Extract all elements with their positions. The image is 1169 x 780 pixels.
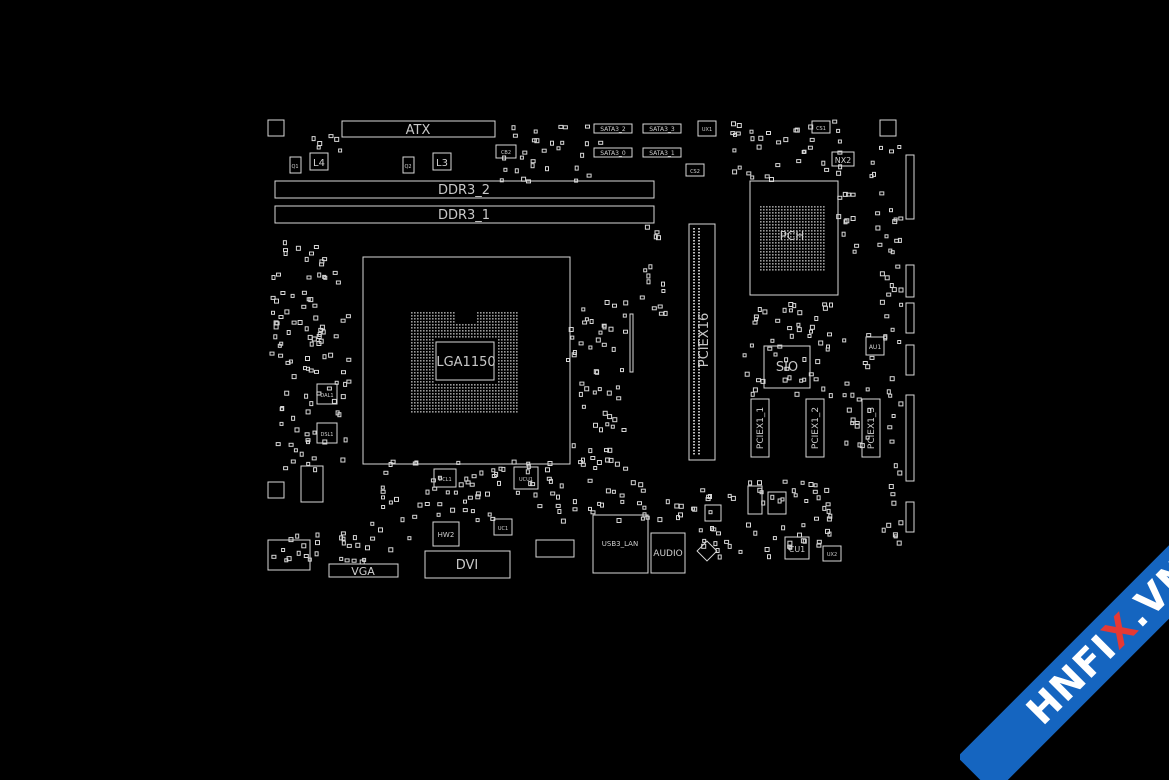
sata-connector-b[interactable]: SATA3_3: [642, 123, 682, 134]
ic-uc1[interactable]: UC1: [493, 518, 513, 536]
bios-chip[interactable]: [747, 485, 763, 515]
front-panel-header-5[interactable]: [905, 394, 915, 482]
power-header[interactable]: [300, 465, 324, 503]
sata-c-label: SATA3_0: [600, 150, 626, 157]
ddr3-slot-1[interactable]: DDR3_1: [274, 205, 655, 224]
front-panel-header-3[interactable]: [905, 302, 915, 334]
vga-connector[interactable]: VGA: [328, 563, 399, 578]
sata-connector-c[interactable]: SATA3_0: [593, 147, 633, 158]
dal1-label: DAL1: [320, 393, 333, 399]
usb-lan-connector[interactable]: USB3_LAN: [592, 514, 649, 574]
ic-q1[interactable]: Q1: [289, 156, 302, 174]
hw2-label: HW2: [438, 531, 455, 539]
board-outline-group: [267, 119, 897, 499]
pciex1-slot-c[interactable]: PCIEX1_3: [861, 398, 881, 458]
passive-components: [269, 119, 904, 565]
inductor-l4[interactable]: L4: [309, 152, 329, 171]
front-panel-header-6[interactable]: [905, 501, 915, 533]
lan-chip[interactable]: [704, 504, 722, 522]
front-panel-header-1[interactable]: [905, 154, 915, 220]
pciex1-b-label: PCIEX1_2: [811, 407, 821, 449]
atx-connector[interactable]: ATX: [341, 120, 496, 138]
pciex1-slot-b[interactable]: PCIEX1_2: [805, 398, 825, 458]
cs1-label: CS1: [816, 126, 826, 132]
inductor-l3-label: L3: [436, 158, 448, 169]
ddr3-slot-1-label: DDR3_1: [438, 208, 490, 223]
ic-ux2[interactable]: UX2: [822, 545, 842, 562]
clock-gen-chip[interactable]: [767, 491, 787, 515]
pcie-clip: [629, 313, 634, 373]
audio-label: AUDIO: [653, 549, 682, 559]
mount-hole-bottom-left: [267, 481, 285, 499]
cpu-label: LGA1150: [436, 355, 495, 370]
mount-hole-top-right: [879, 119, 897, 137]
front-panel-header-2[interactable]: [905, 264, 915, 298]
dvi-connector[interactable]: DVI: [424, 550, 511, 579]
ic-nx2[interactable]: NX2: [831, 151, 855, 167]
front-panel-header-4[interactable]: [905, 344, 915, 376]
ic-ux1[interactable]: UX1: [697, 120, 717, 137]
mount-hole-top-left: [267, 119, 285, 137]
cs2-label: CS2: [690, 169, 700, 175]
dsl1-label: DSL1: [321, 432, 334, 438]
ucu1-label: UCU1: [519, 477, 533, 483]
pciex1-c-label: PCIEX1_3: [867, 407, 877, 449]
cb2-label: CB2: [501, 150, 511, 156]
sata-connector-d[interactable]: SATA3_1: [642, 147, 682, 158]
cpu-socket[interactable]: LGA1150: [362, 256, 571, 465]
ic-au1[interactable]: AU1: [865, 336, 885, 356]
au1-label: AU1: [869, 344, 881, 351]
cpu-pad-array: [411, 312, 518, 413]
sata-connector-a[interactable]: SATA3_2: [593, 123, 633, 134]
pciex16-pin-row: [693, 228, 700, 455]
ic-cs1[interactable]: CS1: [811, 120, 831, 134]
motherboard-boardview: ATX DDR3_2 DDR3_1 L4 L3 SATA3_2 SATA3_3 …: [267, 119, 915, 579]
ic-hw2[interactable]: HW2: [432, 521, 460, 547]
inductor-l3[interactable]: L3: [432, 152, 452, 171]
pch-chip[interactable]: PCH: [749, 180, 839, 296]
ic-dcl1[interactable]: DCL1: [433, 468, 457, 488]
inductor-l4-label: L4: [313, 158, 325, 169]
uc1-label: UC1: [498, 526, 508, 532]
ic-cs2[interactable]: CS2: [685, 163, 705, 177]
cu1-label: CU1: [789, 545, 806, 554]
ic-q2[interactable]: Q2: [402, 156, 415, 174]
sata-d-label: SATA3_1: [649, 150, 675, 157]
usb-header[interactable]: [535, 539, 575, 558]
audio-connector[interactable]: AUDIO: [650, 532, 686, 574]
pciex1-a-label: PCIEX1_1: [756, 407, 766, 449]
ux2-label: UX2: [827, 552, 837, 558]
ddr3-slot-2[interactable]: DDR3_2: [274, 180, 655, 199]
pch-label: PCH: [780, 229, 805, 243]
ic-ucu1[interactable]: UCU1: [513, 466, 539, 490]
dcl1-label: DCL1: [438, 477, 451, 483]
dvi-label: DVI: [456, 558, 479, 573]
cpu-center-cavity: [435, 341, 495, 381]
usb-lan-label: USB3_LAN: [602, 540, 638, 548]
q2-label: Q2: [404, 164, 411, 170]
ux1-label: UX1: [702, 127, 712, 133]
pciex16-label: PCIEX16: [697, 313, 712, 367]
pciex1-slot-a[interactable]: PCIEX1_1: [750, 398, 770, 458]
pch-pad-array: [760, 206, 825, 271]
vga-label: VGA: [351, 565, 375, 578]
atx-label: ATX: [406, 123, 431, 138]
sata-a-label: SATA3_2: [600, 126, 626, 133]
q1-label: Q1: [291, 164, 298, 170]
ddr3-slot-2-label: DDR3_2: [438, 183, 490, 198]
nx2-label: NX2: [835, 156, 852, 165]
sata-b-label: SATA3_3: [649, 126, 675, 133]
pciex16-slot[interactable]: PCIEX16: [688, 223, 716, 461]
